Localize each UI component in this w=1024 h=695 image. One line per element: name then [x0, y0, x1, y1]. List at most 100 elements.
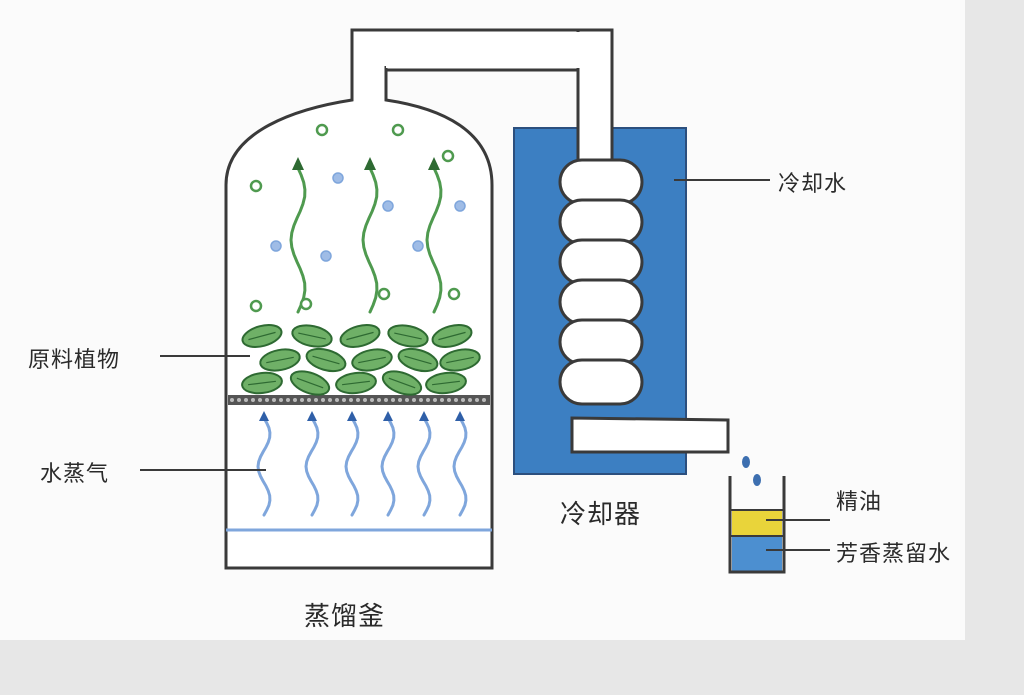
label-essential-oil: 精油: [836, 490, 883, 515]
bubble: [270, 240, 282, 252]
steam-arrowhead: [307, 411, 317, 421]
grid-hole: [328, 398, 332, 402]
leaf-vein: [446, 356, 474, 364]
leaf-vein: [342, 380, 370, 386]
distillate-droplets: [742, 456, 761, 486]
vapor-arrowhead: [292, 157, 304, 170]
leaf-vein: [438, 331, 466, 341]
grid-hole: [286, 398, 290, 402]
steam-wave: [304, 416, 320, 517]
grid-hole: [426, 398, 430, 402]
grid-hole: [349, 398, 353, 402]
grid-hole: [300, 398, 304, 402]
grid-hole: [321, 398, 325, 402]
label-cooling-water: 冷却水: [778, 172, 848, 197]
condenser-coil: [558, 158, 644, 406]
grid-hole: [230, 398, 234, 402]
grid-hole: [237, 398, 241, 402]
coil-loop: [558, 238, 644, 286]
grid-hole: [461, 398, 465, 402]
oil-layer: [732, 510, 782, 536]
grid-hole: [314, 398, 318, 402]
grid-hole: [370, 398, 374, 402]
vapor-arrowhead: [428, 157, 440, 170]
bubble: [315, 123, 329, 137]
label-condenser: 冷却器: [560, 500, 642, 530]
grid-hole: [356, 398, 360, 402]
raw-plant-leaves: [241, 324, 481, 396]
steam-arrowhead: [383, 411, 393, 421]
bubble: [441, 149, 455, 163]
droplet: [742, 456, 750, 468]
grid-hole: [342, 398, 346, 402]
leader-lines: [140, 179, 830, 551]
grid-hole: [447, 398, 451, 402]
steam-waves: [256, 411, 468, 517]
label-raw-plant: 原料植物: [28, 348, 121, 373]
leaf-vein: [388, 377, 416, 389]
label-hydrosol: 芳香蒸留水: [836, 542, 952, 567]
leaf-vein: [346, 331, 374, 341]
bubble: [320, 250, 332, 262]
grid-hole: [454, 398, 458, 402]
vapor-wave: [425, 166, 443, 314]
grid-hole: [384, 398, 388, 402]
steam-wave: [416, 416, 432, 517]
right-margin: [965, 0, 1024, 695]
bubble: [299, 297, 313, 311]
steam-arrowhead: [347, 411, 357, 421]
vapor-wave: [289, 166, 307, 314]
grid-hole: [293, 398, 297, 402]
bubble: [447, 287, 461, 301]
steam-arrowhead: [455, 411, 465, 421]
coil-loop: [558, 278, 644, 326]
droplet: [753, 474, 761, 486]
bottom-margin: [0, 640, 1024, 695]
leaf-vein: [394, 332, 422, 340]
bubble: [249, 179, 263, 193]
label-still: 蒸馏釜: [304, 602, 386, 632]
steam-wave: [344, 416, 360, 517]
grid-hole: [244, 398, 248, 402]
grid-hole: [405, 398, 409, 402]
leaf-vein: [312, 355, 340, 365]
grid-hole: [251, 398, 255, 402]
grid-hole: [391, 398, 395, 402]
coil-loop: [558, 158, 644, 206]
grid-hole: [433, 398, 437, 402]
coil-loop: [558, 198, 644, 246]
grid-hole: [377, 398, 381, 402]
label-steam: 水蒸气: [40, 462, 110, 487]
vapor-wave: [361, 166, 379, 314]
grid-hole: [412, 398, 416, 402]
leaf-vein: [296, 377, 324, 389]
grid-hole: [335, 398, 339, 402]
grid-hole: [440, 398, 444, 402]
collection-beaker: [728, 476, 786, 574]
grid-hole: [265, 398, 269, 402]
bubble: [391, 123, 405, 137]
grid-hole: [363, 398, 367, 402]
vapor-arrowhead: [364, 157, 376, 170]
grid-hole: [307, 398, 311, 402]
leaf-vein: [404, 355, 432, 365]
leaf-vein: [298, 332, 326, 340]
vapor-bubbles: [249, 123, 466, 313]
grid-hole: [272, 398, 276, 402]
steam-wave: [452, 416, 468, 517]
bubble: [332, 172, 344, 184]
leaf-vein: [248, 380, 276, 386]
grid-hole: [468, 398, 472, 402]
coil-loop: [558, 318, 644, 366]
hydrosol-layer: [732, 536, 782, 572]
leaf-vein: [248, 331, 276, 341]
steam-arrowhead: [259, 411, 269, 421]
steam-wave: [256, 416, 272, 517]
grid-hole: [482, 398, 486, 402]
grid-hole: [475, 398, 479, 402]
bubble: [377, 287, 391, 301]
bubble: [382, 200, 394, 212]
vapor-waves: [289, 157, 443, 314]
bubble: [249, 299, 263, 313]
